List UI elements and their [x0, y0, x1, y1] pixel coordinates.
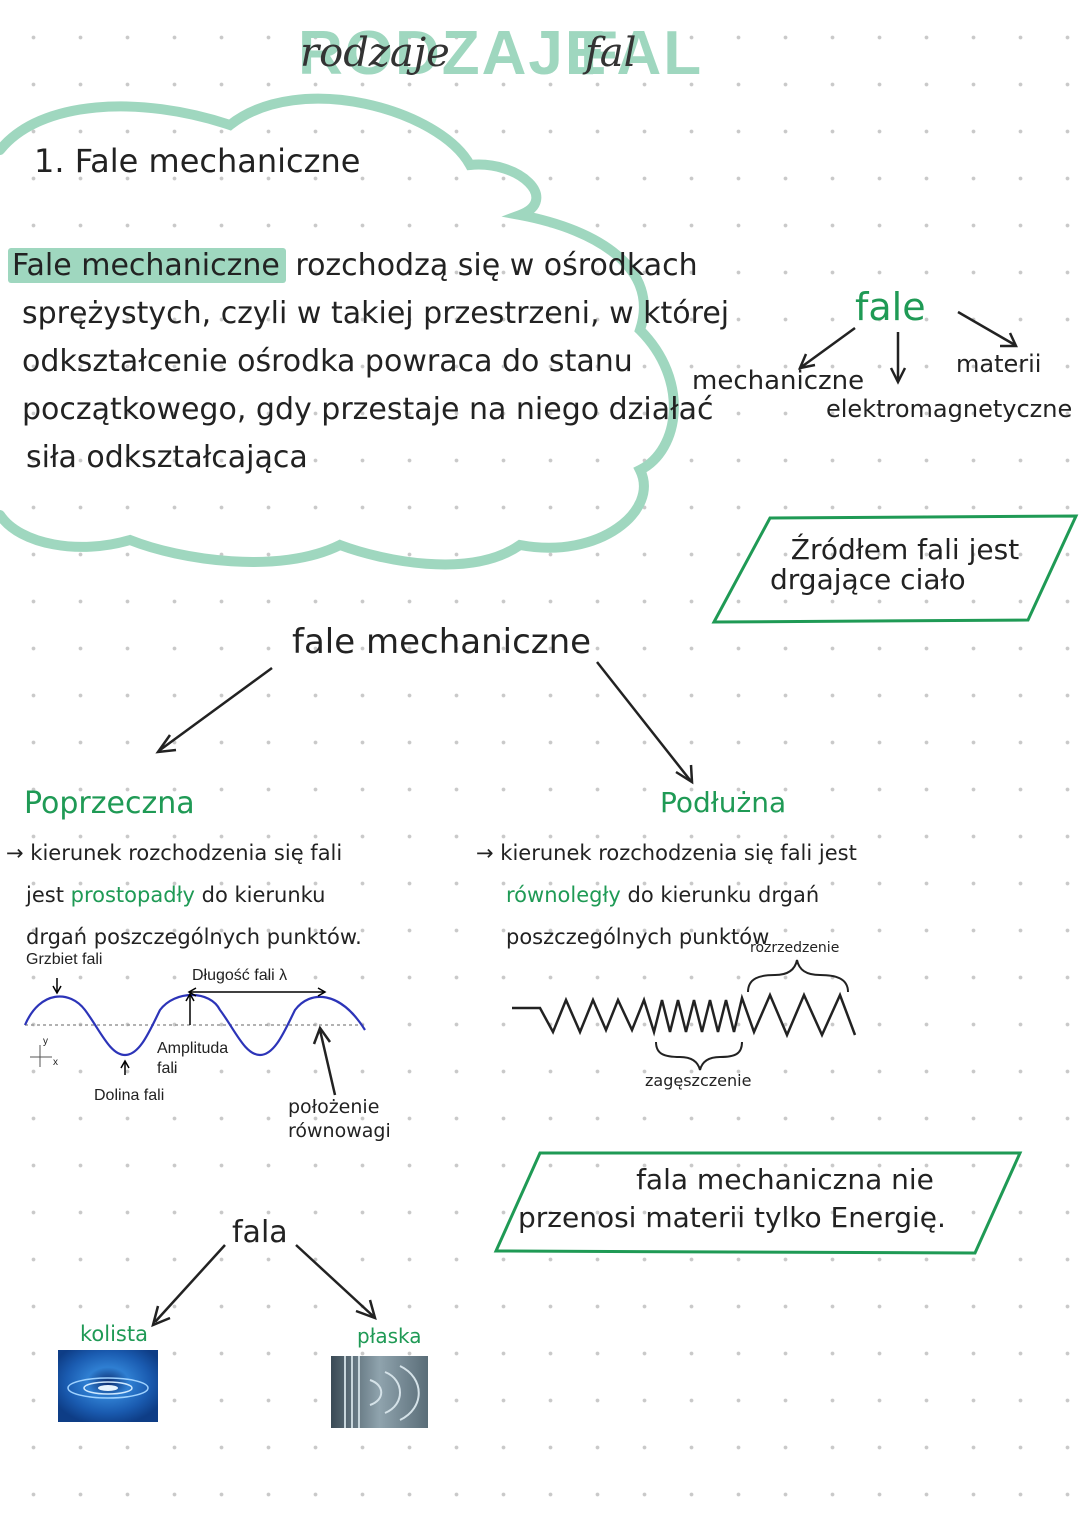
- longitudinal-line-2-post: do kierunku drgań: [627, 883, 820, 907]
- source-box-outline: [711, 514, 1079, 624]
- section1-paragraph: Fale mechaniczne rozchodzą się w ośrodka…: [8, 242, 730, 482]
- mech-tree-arrows: [155, 661, 694, 785]
- trough-label: Dolina fali: [94, 1087, 165, 1104]
- transverse-line-2: jest prostopadły do kierunku: [6, 874, 362, 916]
- fale-tree-mechanical: mechaniczne: [692, 366, 865, 396]
- rarefaction-brace: [747, 959, 849, 993]
- transverse-perpendicular: prostopadły: [70, 883, 195, 907]
- fale-tree-matter: materii: [956, 350, 1042, 378]
- fale-tree-arrows: [797, 310, 1018, 385]
- equilibrium-line-1: położenie: [288, 1096, 380, 1118]
- para-line-1: Fale mechaniczne rozchodzą się w ośrodka…: [8, 242, 698, 290]
- mech-tree-root: fale mechaniczne: [292, 622, 592, 662]
- axis-x-label: x: [53, 1057, 58, 1068]
- transverse-description: → kierunek rozchodzenia się fali jest pr…: [6, 832, 362, 958]
- crest-label: Grzbiet fali: [26, 951, 103, 968]
- equilibrium-label: położenie równowagi: [288, 1095, 391, 1143]
- cloud-outline: [0, 93, 679, 570]
- para-line-4: początkowego, gdy przestaje na niego dzi…: [22, 392, 714, 427]
- rarefaction-label: rozrzedzenie: [750, 940, 840, 956]
- title-script-word-2: fal: [585, 30, 637, 76]
- transverse-title: Poprzeczna: [24, 786, 195, 821]
- circular-wave-label: kolista: [80, 1322, 148, 1346]
- amplitude-label-line-2: fali: [157, 1060, 178, 1077]
- section1-heading: 1. Fale mechaniczne: [34, 142, 361, 180]
- amplitude-label: Amplituda fali: [157, 1039, 228, 1079]
- energy-box-line-2: przenosi materii tylko Energię.: [518, 1201, 946, 1234]
- longitudinal-spring-diagram: [512, 959, 857, 1071]
- plane-wave-image: [331, 1356, 428, 1428]
- source-box-text: Źródłem fali jest drgające ciało: [760, 535, 1050, 595]
- fala-tree-root: fala: [232, 1215, 288, 1250]
- source-box-line-1: Źródłem fali jest: [790, 533, 1020, 566]
- longitudinal-line-3: poszczególnych punktów: [506, 925, 770, 949]
- equilibrium-line-2: równowagi: [288, 1120, 391, 1142]
- longitudinal-title: Podłużna: [660, 786, 787, 819]
- longitudinal-parallel: równoległy: [506, 883, 621, 907]
- wavelength-label: Długość fali λ: [192, 967, 288, 984]
- transverse-wave-diagram: [23, 978, 366, 1096]
- compression-brace: [655, 1041, 743, 1071]
- transverse-line-1-text: kierunek rozchodzenia się fali: [30, 841, 343, 865]
- longitudinal-arrow: →: [476, 841, 494, 865]
- longitudinal-line-1: → kierunek rozchodzenia się fali jest: [476, 832, 857, 874]
- transverse-line-2-post: do kierunku: [201, 883, 326, 907]
- longitudinal-line-1-text: kierunek rozchodzenia się fali jest: [500, 841, 857, 865]
- circular-wave-image: [58, 1350, 158, 1422]
- longitudinal-line-2: równoległy do kierunku drgań: [476, 874, 857, 916]
- amplitude-label-line-1: Amplituda: [157, 1040, 229, 1057]
- transverse-line-2-pre: jest: [26, 883, 64, 907]
- title-script-word-1: rodzaje: [300, 30, 450, 76]
- para-line-3: odkształcenie ośrodka powraca do stanu: [22, 344, 633, 379]
- para-line-2: sprężystych, czyli w takiej przestrzeni,…: [22, 296, 730, 331]
- transverse-line-3: drgań poszczególnych punktów.: [26, 925, 362, 949]
- plane-wave-label: płaska: [357, 1324, 422, 1348]
- title-block-word-1: RODZAJE: [298, 19, 609, 88]
- axis-y-label: y: [43, 1036, 48, 1047]
- para-line-1-text: rozchodzą się w ośrodkach: [295, 248, 698, 283]
- energy-box-text: fala mechaniczna nie przenosi materii ty…: [510, 1165, 980, 1233]
- para-line-5: siła odkształcająca: [26, 440, 308, 475]
- energy-box-outline: [493, 1151, 1023, 1255]
- energy-box-line-1: fala mechaniczna nie: [636, 1163, 934, 1196]
- highlight-term: Fale mechaniczne: [8, 248, 286, 283]
- fala-tree-arrows: [151, 1244, 377, 1328]
- transverse-arrow: →: [6, 841, 24, 865]
- transverse-line-1: → kierunek rozchodzenia się fali: [6, 832, 362, 874]
- source-box-line-2: drgające ciało: [770, 563, 966, 596]
- longitudinal-description: → kierunek rozchodzenia się fali jest ró…: [476, 832, 857, 958]
- fale-tree-root: fale: [855, 285, 926, 329]
- title-block-word-2: FAL: [580, 19, 704, 88]
- fale-tree-electromagnetic: elektromagnetyczne: [826, 395, 1073, 423]
- page-title: RODZAJE FAL rodzaje fal: [0, 10, 1080, 90]
- compression-label: zagęszczenie: [645, 1071, 752, 1090]
